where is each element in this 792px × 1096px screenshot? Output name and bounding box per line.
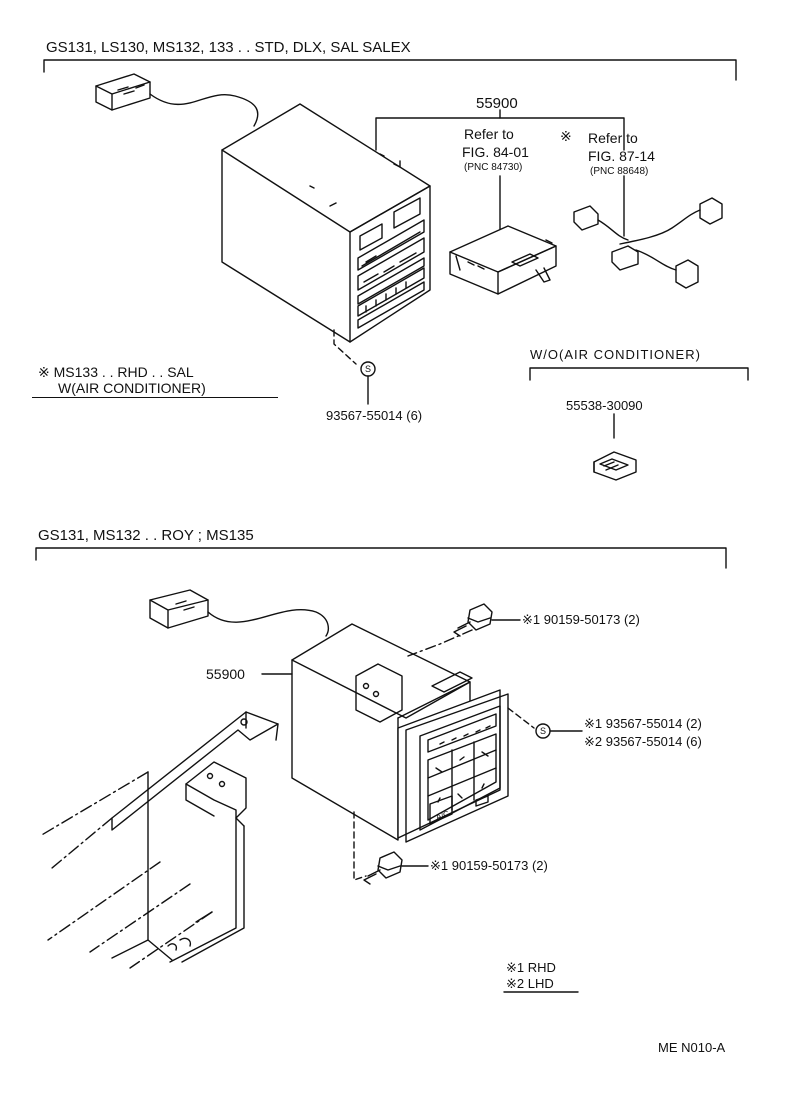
section2-screw-lhd-part: ※2 93567-55014 (6)	[584, 734, 702, 749]
section1-ref1-line3: (PNC 84730)	[464, 162, 523, 173]
section2-bolt-top-part: ※1 90159-50173 (2)	[522, 612, 640, 627]
legend-lhd: ※2 LHD	[506, 976, 554, 991]
legend-rhd: ※1 RHD	[506, 960, 556, 975]
section1-plug	[593, 451, 637, 481]
section1-screw-symbol: S	[365, 364, 372, 374]
section1-connector	[95, 73, 259, 127]
section1-control-unit	[221, 103, 431, 343]
section1-ref1-line1: Refer to	[464, 126, 514, 142]
section2-mounting-bracket	[39, 711, 279, 969]
section1-unit-leaders	[375, 109, 625, 151]
section1-screw	[333, 329, 376, 405]
section2-screw	[507, 707, 583, 739]
section2-bolt-top	[407, 603, 521, 657]
section2-unit-part-number: 55900	[206, 666, 245, 682]
section1-wo-label: W/O(AIR CONDITIONER)	[530, 347, 701, 362]
section1-wo-bracket	[529, 367, 749, 439]
section2-bracket-line	[35, 547, 727, 569]
section1-note-line1: ※ MS133 . . RHD . . SAL	[38, 364, 194, 380]
section1-screw-part: 93567-55014 (6)	[326, 408, 423, 423]
section1-unit-part-number: 55900	[476, 95, 518, 112]
section1-header: GS131, LS130, MS132, 133 . . STD, DLX, S…	[46, 39, 411, 56]
section1-ref1-line2: FIG. 84-01	[462, 144, 529, 160]
section1-ref2-line3: (PNC 88648)	[590, 166, 649, 177]
section1-ref2-mark: ※	[560, 128, 572, 144]
section1-plug-part: 55538-30090	[566, 398, 643, 413]
section2-header: GS131, MS132 . . ROY ; MS135	[38, 527, 254, 544]
section1-ref2-line1: Refer to	[588, 130, 638, 146]
section1-bracket-line	[43, 59, 737, 81]
section2-screw-rhd-part: ※1 93567-55014 (2)	[584, 716, 702, 731]
section1-fig84-component	[449, 175, 557, 295]
section1-ref2-line2: FIG. 87-14	[588, 148, 655, 164]
section2-connector	[149, 589, 329, 637]
section2-control-unit	[291, 623, 509, 843]
section1-fig87-harness	[573, 175, 723, 289]
section2-bolt-bottom-part: ※1 90159-50173 (2)	[430, 858, 548, 873]
section2-bolt-bottom	[353, 811, 429, 885]
section1-note-line2: W(AIR CONDITIONER)	[32, 380, 278, 398]
section2-screw-symbol: S	[540, 726, 547, 736]
footer-code: ME N010-A	[658, 1040, 726, 1055]
